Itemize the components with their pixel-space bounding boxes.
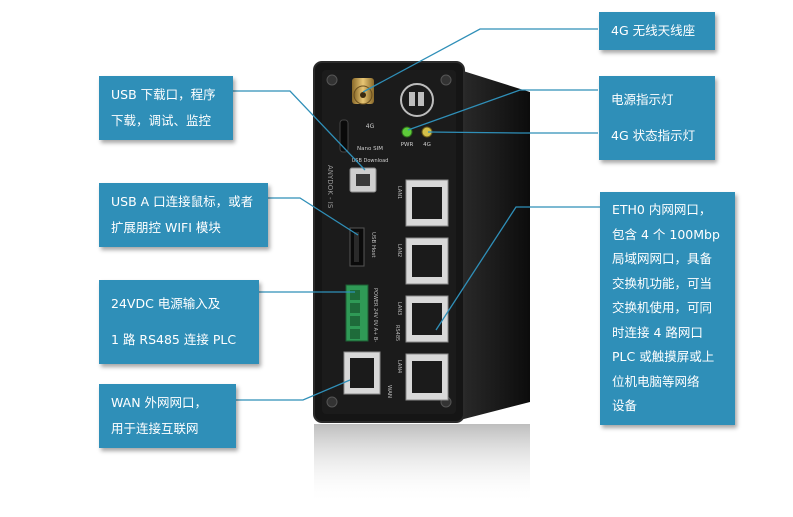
lan3-label: LAN3 <box>396 302 402 315</box>
lan-port <box>405 353 449 401</box>
device-reflection <box>314 424 530 504</box>
power-terminal-block <box>345 284 369 342</box>
sim-sub-label: Nano SIM <box>357 146 383 152</box>
leader-eth0 <box>435 206 600 331</box>
callout-eth0-line: 局域网网口，具备 <box>612 251 713 266</box>
leader-usb-download <box>233 90 366 171</box>
pwr-led-label: PWR <box>401 142 414 148</box>
callout-usb-download-line: 下载，调试、监控 <box>111 113 212 128</box>
logo-icon <box>400 83 434 117</box>
usb-a-port <box>349 227 365 267</box>
callout-eth0: ETH0 内网网口， 包含 4 个 100Mbp 局域网网口，具备 交换机功能，… <box>600 192 735 425</box>
callout-wan-line: WAN 外网网口， <box>111 395 208 410</box>
wan-label: WAN <box>386 385 392 398</box>
callout-usb-a-line: 扩展朋控 WIFI 模块 <box>111 220 221 235</box>
callout-4g-led-line: 4G 状态指示灯 <box>611 128 696 143</box>
callout-eth0-line: PLC 或触摸屏或上 <box>612 349 715 364</box>
callout-eth0-line: 包含 4 个 100Mbp <box>612 226 720 242</box>
callout-power-line: 1 路 RS485 连接 PLC <box>111 332 237 347</box>
lan-port <box>405 237 449 285</box>
callout-antenna: 4G 无线天线座 <box>599 12 715 50</box>
callout-eth0-line: 位机电脑等网络 <box>612 373 700 389</box>
callout-eth0-line: 交换机使用，可同 <box>612 300 713 315</box>
callout-usb-a-line: USB A 口连接鼠标，或者 <box>111 194 254 209</box>
rs485-label: RS485 <box>394 325 400 341</box>
usb-download-label: USB Download <box>352 158 389 164</box>
sim-slot <box>339 119 349 153</box>
callout-usb-a: USB A 口连接鼠标，或者 扩展朋控 WIFI 模块 <box>99 183 268 247</box>
callout-power: 24VDC 电源输入及 1 路 RS485 连接 PLC <box>99 280 259 364</box>
callout-power-line: 24VDC 电源输入及 <box>111 296 221 311</box>
device-side-panel <box>460 70 530 420</box>
wan-port <box>343 351 381 395</box>
callout-usb-download: USB 下载口，程序 下载，调试、监控 <box>99 76 233 140</box>
leader-pwr-led <box>407 89 598 131</box>
screw <box>326 396 338 408</box>
callout-eth0-line: 设备 <box>612 398 638 413</box>
callout-eth0-line: 时连接 4 路网口 <box>612 324 703 340</box>
leader-wan <box>236 379 351 401</box>
lan4-label: LAN4 <box>396 360 402 373</box>
leader-4g-led <box>427 131 598 134</box>
4g-led-label: 4G <box>423 142 431 148</box>
callout-leds: 电源指示灯 4G 状态指示灯 <box>599 76 715 160</box>
brand-label: ANYDOK - IS <box>326 165 334 209</box>
screw <box>326 74 338 86</box>
leader-antenna <box>362 28 598 93</box>
leader-usb-a <box>268 197 359 236</box>
terminal-label: POWER 24V 0V A+ B- <box>372 288 378 342</box>
callout-wan-line: 用于连接互联网 <box>111 421 199 436</box>
lan1-label: LAN1 <box>396 186 402 199</box>
callout-eth0-line: 交换机功能，可当 <box>612 275 713 291</box>
lan2-label: LAN2 <box>396 244 402 257</box>
usb-host-label: USB Host <box>370 232 376 258</box>
usb-b-port <box>349 167 377 193</box>
callout-wan: WAN 外网网口， 用于连接互联网 <box>99 384 236 448</box>
callout-pwr-led-line: 电源指示灯 <box>611 92 674 107</box>
lan-port <box>405 295 449 343</box>
callout-eth0-line: ETH0 内网网口， <box>612 202 712 217</box>
screw <box>440 74 452 86</box>
sim-label: 4G <box>366 123 375 130</box>
callout-usb-download-line: USB 下载口，程序 <box>111 87 216 102</box>
router-device: 4G Nano SIM USB Download PWR 4G ANYDOK -… <box>313 61 530 504</box>
lan-port <box>405 179 449 227</box>
callout-antenna-line: 4G 无线天线座 <box>611 23 696 38</box>
antenna-connector <box>352 78 374 105</box>
